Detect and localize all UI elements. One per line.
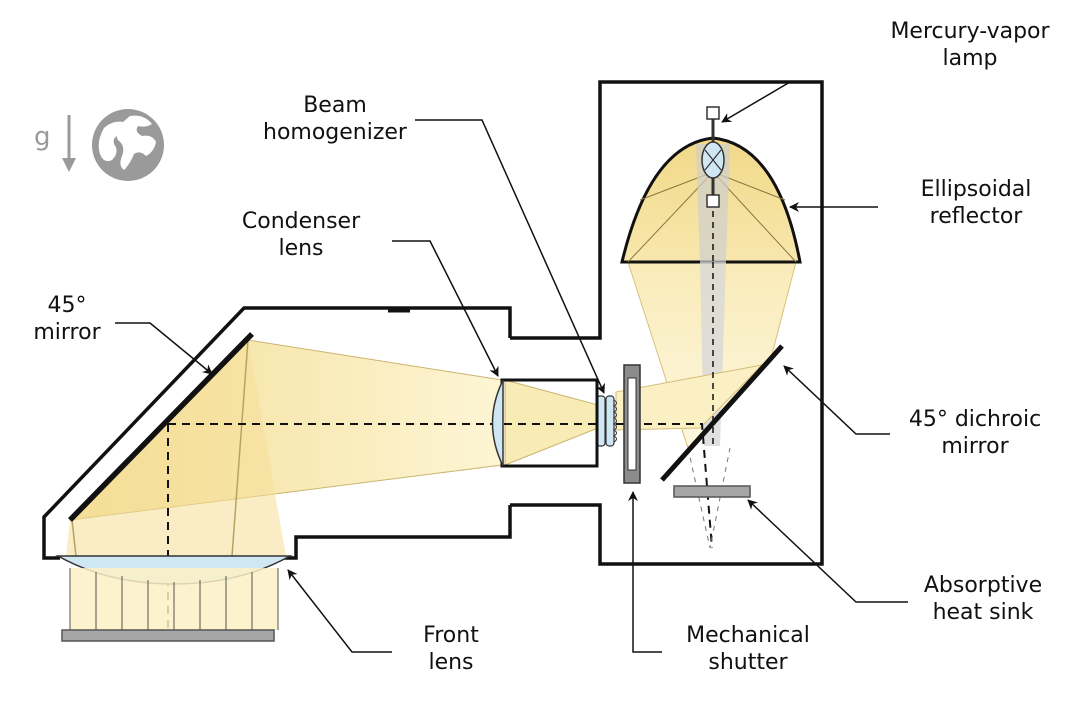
label-front-lens: Front lens bbox=[423, 623, 479, 675]
label-45-mirror: 45° mirror bbox=[33, 293, 101, 345]
down-arrow-head bbox=[62, 158, 76, 172]
leader-heat-sink bbox=[747, 499, 908, 603]
leader-homogenizer bbox=[415, 119, 605, 394]
beam-homogenizer bbox=[596, 395, 617, 447]
absorptive-heat-sink bbox=[673, 485, 751, 498]
globe-icon bbox=[92, 109, 164, 181]
mirror-45 bbox=[68, 332, 254, 522]
marginal-ray bbox=[231, 339, 249, 557]
base-plate bbox=[61, 629, 275, 642]
label-beam-homogenizer: Beam homogenizer bbox=[263, 93, 407, 145]
leader-mercury-lamp bbox=[721, 81, 791, 123]
optical-axis bbox=[168, 423, 713, 549]
label-mechanical-shutter: Mechanical shutter bbox=[686, 623, 810, 675]
leader-mirror-45 bbox=[115, 322, 213, 375]
leader-condenser bbox=[392, 240, 499, 377]
downward-beam bbox=[66, 340, 286, 556]
label-condenser-lens: Condenser lens bbox=[241, 209, 361, 261]
mercury-vapor-lamp bbox=[701, 106, 725, 208]
condenser-lens bbox=[491, 379, 504, 467]
transmitted-rays bbox=[687, 447, 731, 549]
marginal-ray bbox=[71, 519, 77, 557]
mechanical-shutter bbox=[623, 364, 641, 484]
gravity-symbol: g bbox=[34, 122, 51, 152]
lamp-housing bbox=[510, 80, 824, 566]
front-lens-grid bbox=[69, 568, 279, 630]
folded-beam bbox=[615, 364, 764, 431]
leader-dichroic bbox=[783, 365, 890, 435]
projection-housing bbox=[42, 306, 512, 560]
label-ellipsoidal-reflector: Ellipsoidal reflector bbox=[920, 177, 1032, 229]
homogenized-beam bbox=[504, 379, 599, 466]
label-mercury-vapor-lamp: Mercury-vapor lamp bbox=[890, 19, 1050, 71]
label-absorptive-heat-sink: Absorptive heat sink bbox=[923, 573, 1043, 625]
dichroic-mirror bbox=[660, 344, 784, 482]
label-45-dichroic-mirror: 45° dichroic mirror bbox=[908, 407, 1042, 459]
leader-shutter bbox=[628, 491, 662, 653]
leader-front-lens bbox=[287, 569, 392, 653]
gravity-indicator bbox=[62, 115, 76, 172]
